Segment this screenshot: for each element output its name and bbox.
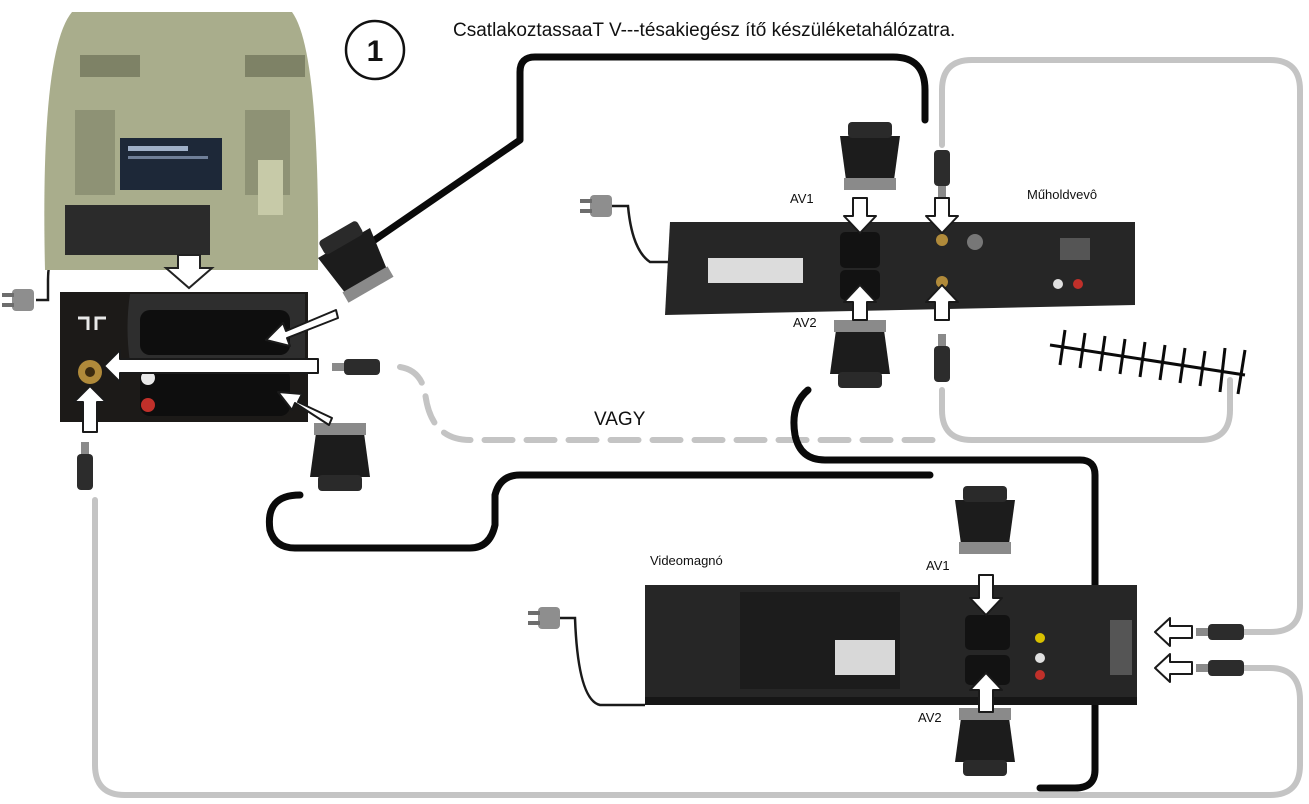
rf-plug-vcr-out: [1196, 660, 1244, 676]
sat-av2-label: AV2: [793, 315, 817, 330]
arrow-up-icon: [969, 672, 1003, 713]
rf-plug-sat-in: [934, 150, 950, 198]
sat-av1-label: AV1: [790, 191, 814, 206]
arrow-down-icon: [969, 574, 1003, 616]
rf-plug-sat-out: [934, 334, 950, 382]
arrow-down-icon: [925, 197, 959, 234]
vcr-label: Videomagnó: [650, 553, 723, 568]
rf-cable-vcr-to-tv: [92, 497, 1303, 798]
satellite-receiver: [665, 222, 1135, 315]
or-label: VAGY: [594, 409, 646, 430]
arrow-down-icon: [843, 197, 877, 234]
arrow-up-icon: [925, 284, 959, 321]
rf-cable-or-route: [397, 364, 943, 443]
arrow-left-icon: [103, 349, 319, 383]
direction-arrows: [73, 197, 1193, 713]
scart-plug-tv-av2: [310, 423, 370, 491]
arrow-diagonal-icon: [265, 309, 339, 347]
arrow-up-icon: [843, 284, 877, 321]
scart-plug-vcr-av2: [955, 708, 1015, 776]
step-number: 1: [367, 35, 384, 68]
scart-cable-tv-av1-to-sat-av1: [356, 53, 929, 254]
vcr: [645, 585, 1137, 705]
arrow-left-icon: [1154, 653, 1193, 683]
rf-plug-tv-or: [332, 359, 380, 375]
scart-cables: [265, 53, 1099, 792]
heading: CsatlakoztassaaT V---tésakiegész ítő kés…: [453, 20, 955, 41]
tv-mains-plug: [2, 289, 34, 311]
scart-plug-vcr-av1: [955, 486, 1015, 554]
vcr-av1-label: AV1: [926, 558, 950, 573]
arrow-diagonal-icon: [277, 391, 333, 426]
arrow-up-icon: [73, 385, 107, 433]
scart-plug-tv-av1: [311, 215, 397, 305]
step-number-badge: [344, 19, 406, 81]
sat-mains-plug: [580, 195, 612, 217]
arrow-left-icon: [1154, 617, 1193, 647]
zoom-arrow-icon: [163, 254, 215, 290]
scart-cable-tv-av2-to-vcr-av1: [265, 471, 934, 552]
satellite-label: Műholdvevô: [1027, 187, 1097, 202]
antenna-icon: [1049, 329, 1247, 395]
scart-plug-sat-av1: [840, 122, 900, 190]
scart-plug-sat-av2: [830, 320, 890, 388]
scart-cable-sat-av2-to-vcr-av2: [790, 386, 1099, 792]
rf-cable-antenna-to-sat: [939, 377, 1233, 443]
vcr-mains-plug: [528, 607, 560, 629]
rf-plug-vcr-in: [1196, 624, 1244, 640]
rf-cable-sat-to-vcr: [939, 57, 1303, 635]
tv-rear: [44, 12, 319, 270]
rf-cables: [92, 57, 1303, 798]
vcr-av2-label: AV2: [918, 710, 942, 725]
rf-plug-tv-in: [77, 442, 93, 490]
